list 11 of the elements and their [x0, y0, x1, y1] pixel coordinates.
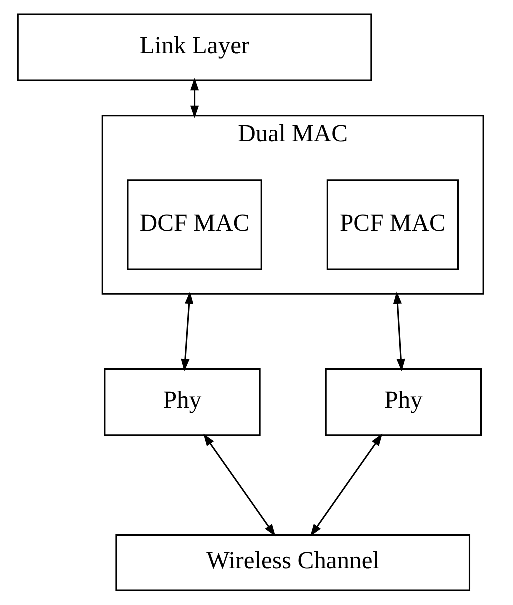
arrow: [203, 434, 276, 537]
node-box: Phy: [104, 368, 260, 436]
node-box: PCF MAC: [326, 180, 458, 270]
arrow: [180, 292, 194, 372]
arrow: [392, 292, 405, 372]
node-box: DCF MAC: [126, 180, 262, 270]
node-box: Wireless Channel: [115, 534, 470, 592]
arrow: [190, 78, 199, 118]
node-box: Link Layer: [16, 14, 372, 82]
arrow: [310, 434, 382, 537]
node-box: Phy: [324, 368, 482, 436]
